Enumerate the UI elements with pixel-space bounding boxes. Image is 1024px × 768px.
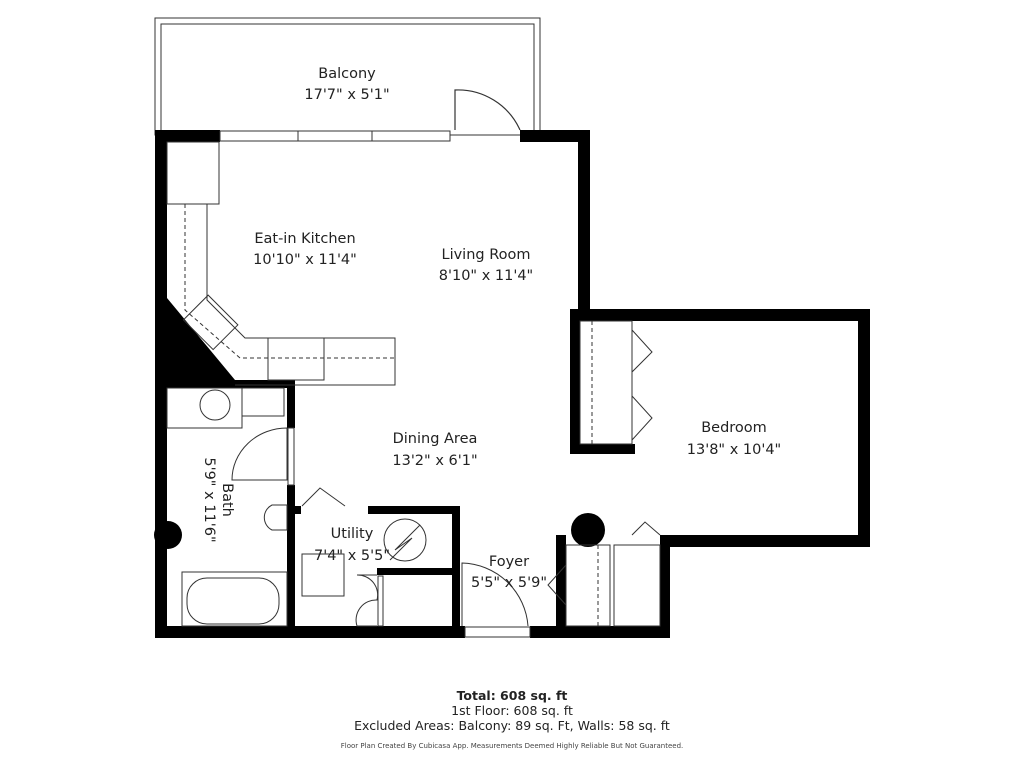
living-dims: 8'10" x 11'4"	[439, 268, 533, 284]
disclaimer: Floor Plan Created By Cubicasa App. Meas…	[340, 742, 684, 750]
bedroom-closet	[547, 320, 661, 627]
total-area: Total: 608 sq. ft	[456, 688, 568, 703]
excluded-areas: Excluded Areas: Balcony: 89 sq. Ft, Wall…	[354, 718, 670, 733]
floor-area: 1st Floor: 608 sq. ft	[451, 703, 573, 718]
foyer-dims: 5'5" x 5'9"	[471, 575, 547, 591]
dining-name: Dining Area	[393, 431, 478, 447]
foyer-name: Foyer	[489, 554, 529, 570]
utility-name: Utility	[331, 526, 374, 542]
balcony-dims: 17'7" x 5'1"	[304, 87, 389, 103]
bedroom-dims: 13'8" x 10'4"	[687, 442, 781, 458]
bath-name: Bath	[219, 483, 235, 517]
balcony-name: Balcony	[318, 66, 376, 82]
dining-dims: 13'2" x 6'1"	[392, 453, 477, 469]
windows	[219, 130, 531, 638]
living-name: Living Room	[441, 247, 530, 263]
utility-fixtures	[301, 487, 529, 627]
bedroom-name: Bedroom	[701, 420, 767, 436]
walls	[154, 130, 870, 638]
kitchen-counter	[166, 141, 396, 386]
bath-dims: 5'9" x 11'6"	[201, 457, 217, 542]
kitchen-name: Eat-in Kitchen	[254, 231, 355, 247]
kitchen-dims: 10'10" x 11'4"	[253, 252, 357, 268]
utility-dims: 7'4" x 5'5"	[314, 548, 390, 564]
bath-fixtures	[166, 387, 288, 627]
balcony-door	[454, 89, 521, 131]
